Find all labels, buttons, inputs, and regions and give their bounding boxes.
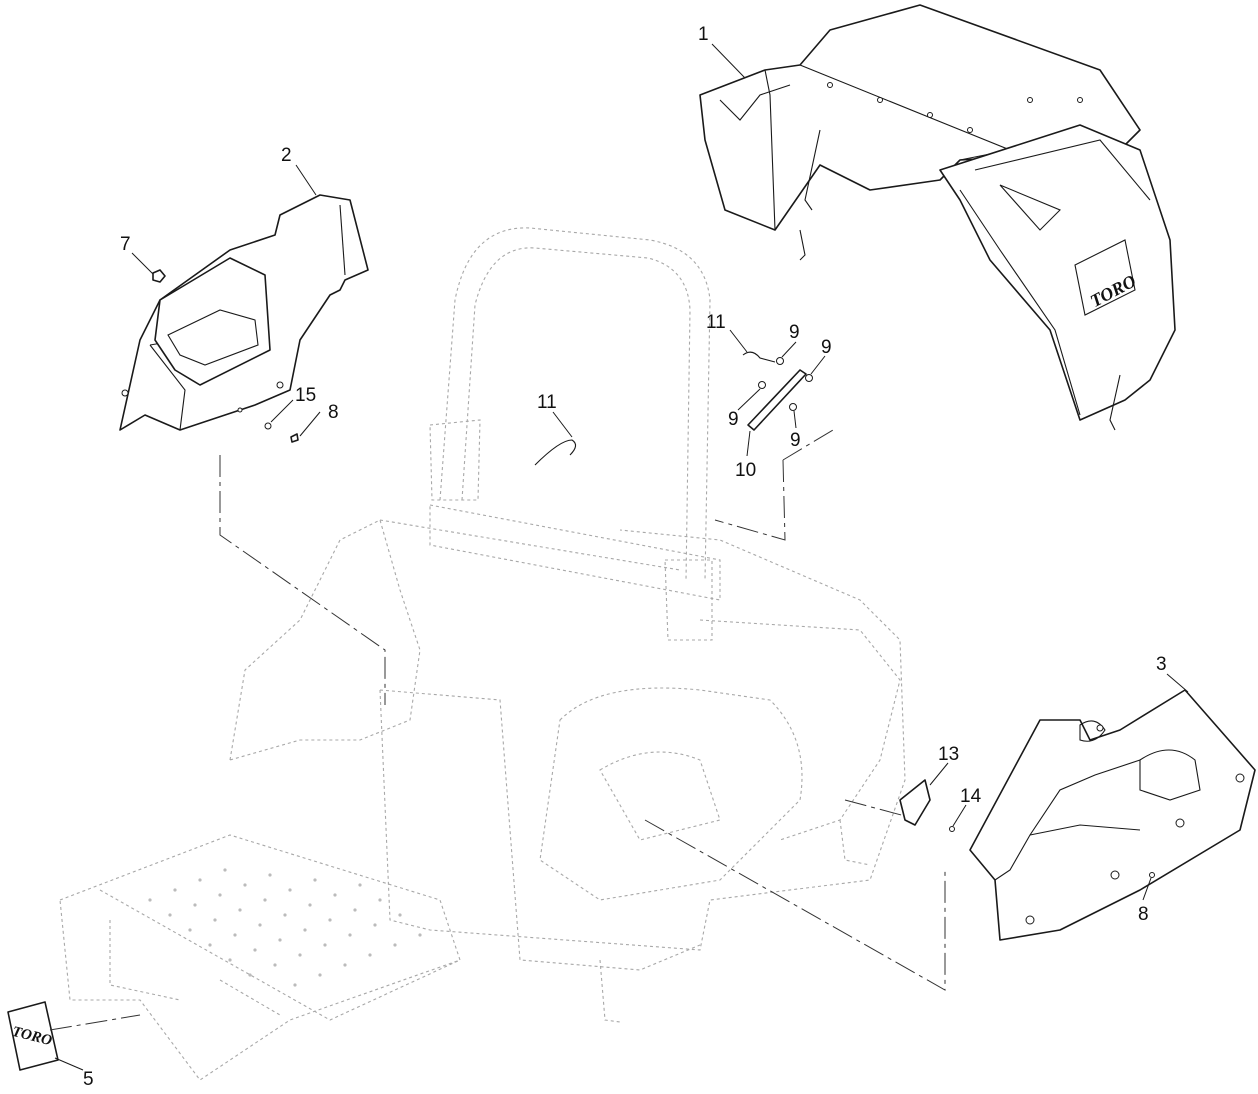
washer-15 [264,422,272,430]
part-3-side-panel [969,689,1256,941]
callout-10: 10 [735,460,756,481]
rops-hoop [439,227,711,581]
washer-9b [805,374,813,382]
screw-8-right [1149,872,1155,878]
washer-9a [776,357,784,365]
hardware [152,269,1155,878]
hairpin-11a [742,351,776,363]
callout-7: 7 [120,234,131,255]
frame-outline [379,529,906,951]
callout-3: 3 [1156,654,1167,675]
washer-9d [789,403,797,411]
assembly-lines [49,429,946,1031]
hairpin-11b [534,439,577,466]
link-arm-10 [747,369,807,431]
callout-9d: 9 [790,430,801,451]
callout-2: 2 [281,145,292,166]
nut-7 [152,269,166,283]
callout-14: 14 [960,786,982,807]
callout-9a: 9 [789,322,800,343]
chassis-ghost [59,227,906,1081]
screw-14 [949,826,955,832]
part-13-latch [899,779,931,826]
part-1-fender: TORO [699,4,1176,431]
callout-numbers: 1 2 3 5 7 8 8 9 9 9 9 10 11 11 13 14 15 [83,24,1167,1090]
part-2-fender [119,194,369,431]
callout-11b: 11 [537,392,557,413]
callout-11a: 11 [706,312,726,333]
part-5-decal: TORO [7,1001,59,1071]
callout-8-right: 8 [1138,904,1149,925]
callout-13: 13 [938,744,959,765]
screw-8-left [290,433,299,443]
callout-15: 15 [295,385,316,406]
callout-8-left: 8 [328,402,339,423]
leader-lines [54,43,1189,1071]
callout-1: 1 [698,24,709,45]
callout-9c: 9 [728,409,739,430]
floor-plate-holes [148,868,422,987]
callout-9b: 9 [821,337,832,358]
washer-9c [758,381,766,389]
floor-plate [59,834,461,1081]
callout-5: 5 [83,1069,94,1090]
